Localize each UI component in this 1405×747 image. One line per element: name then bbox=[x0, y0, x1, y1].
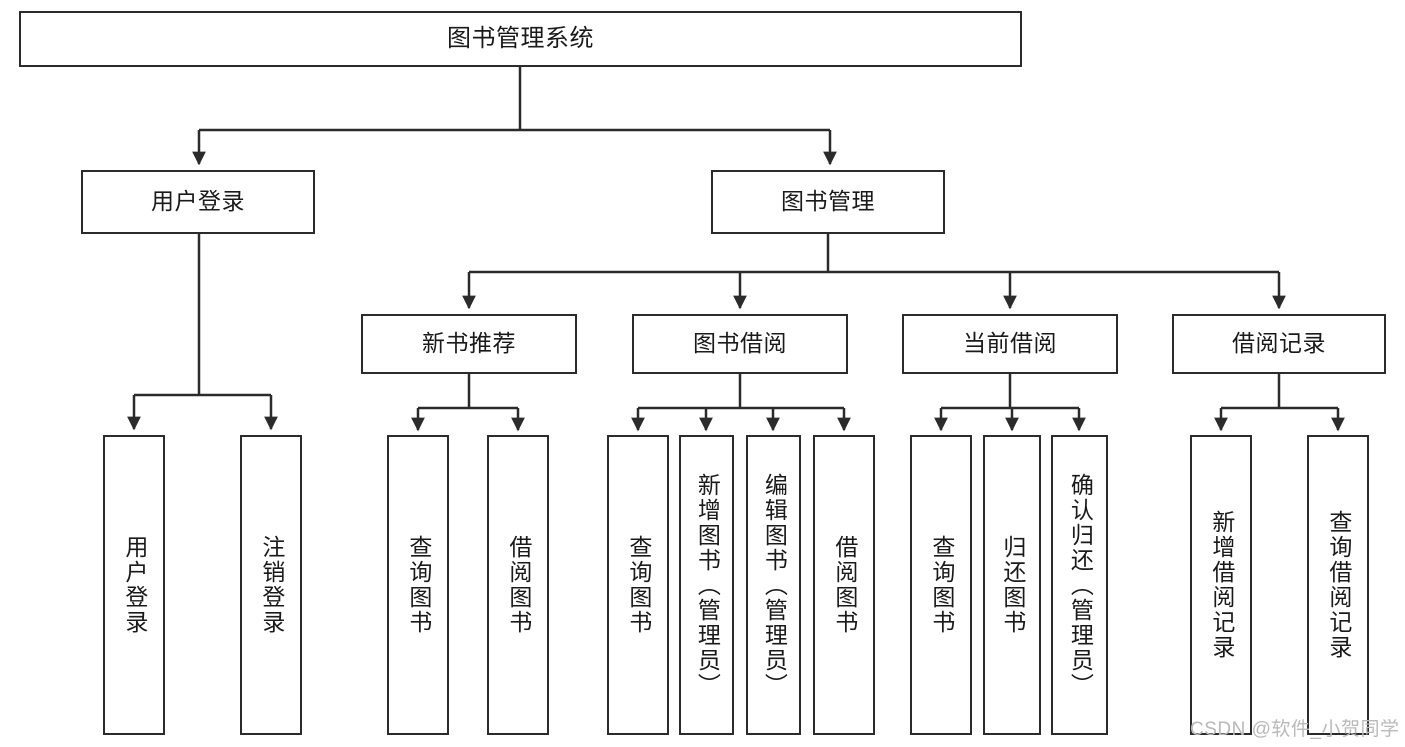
node-current-borrow-label: 当前借阅 bbox=[963, 330, 1057, 357]
node-borrow-record-label: 借阅记录 bbox=[1232, 330, 1326, 357]
watermark-text: CSDN @软件_小贺同学 bbox=[1190, 719, 1400, 740]
node-book-manage[interactable]: 图书管理 bbox=[711, 170, 945, 234]
node-current-borrow[interactable]: 当前借阅 bbox=[902, 314, 1118, 374]
leaf-add-book-label: 新增图书（管理员） bbox=[694, 472, 721, 698]
node-user-login-label: 用户登录 bbox=[151, 188, 245, 215]
leaf-edit-book[interactable]: 编辑图书（管理员） bbox=[746, 435, 801, 735]
leaf-query-book-3[interactable]: 查询图书 bbox=[910, 435, 972, 735]
leaf-borrow-book-2-label: 借阅图书 bbox=[831, 535, 858, 635]
leaf-return-book-label: 归还图书 bbox=[999, 535, 1026, 635]
leaf-borrow-book-1[interactable]: 借阅图书 bbox=[487, 435, 549, 735]
leaf-query-book-2[interactable]: 查询图书 bbox=[607, 435, 669, 735]
leaf-edit-book-label: 编辑图书（管理员） bbox=[761, 472, 788, 698]
node-book-borrow[interactable]: 图书借阅 bbox=[632, 314, 848, 374]
leaf-add-book[interactable]: 新增图书（管理员） bbox=[679, 435, 734, 735]
leaf-user-logout[interactable]: 注销登录 bbox=[240, 435, 302, 735]
leaf-query-book-1[interactable]: 查询图书 bbox=[387, 435, 449, 735]
leaf-return-book[interactable]: 归还图书 bbox=[983, 435, 1041, 735]
leaf-borrow-book-2[interactable]: 借阅图书 bbox=[813, 435, 875, 735]
leaf-query-book-1-label: 查询图书 bbox=[405, 535, 432, 635]
node-book-manage-label: 图书管理 bbox=[781, 188, 875, 215]
node-new-book-recommend[interactable]: 新书推荐 bbox=[361, 314, 577, 374]
leaf-query-book-3-label: 查询图书 bbox=[928, 535, 955, 635]
leaf-user-login-label: 用户登录 bbox=[121, 535, 148, 635]
leaf-query-book-2-label: 查询图书 bbox=[625, 535, 652, 635]
leaf-confirm-return[interactable]: 确认归还（管理员） bbox=[1051, 435, 1108, 735]
node-book-borrow-label: 图书借阅 bbox=[693, 330, 787, 357]
node-new-book-recommend-label: 新书推荐 bbox=[422, 330, 516, 357]
node-user-login[interactable]: 用户登录 bbox=[81, 170, 315, 234]
leaf-query-record[interactable]: 查询借阅记录 bbox=[1307, 435, 1369, 735]
node-root[interactable]: 图书管理系统 bbox=[19, 11, 1022, 67]
leaf-confirm-return-label: 确认归还（管理员） bbox=[1067, 472, 1094, 698]
leaf-borrow-book-1-label: 借阅图书 bbox=[505, 535, 532, 635]
node-borrow-record[interactable]: 借阅记录 bbox=[1172, 314, 1386, 374]
leaf-user-logout-label: 注销登录 bbox=[258, 535, 285, 635]
leaf-user-login[interactable]: 用户登录 bbox=[103, 435, 165, 735]
leaf-add-record-label: 新增借阅记录 bbox=[1208, 510, 1235, 660]
node-root-label: 图书管理系统 bbox=[447, 24, 594, 52]
leaf-query-record-label: 查询借阅记录 bbox=[1325, 510, 1352, 660]
leaf-add-record[interactable]: 新增借阅记录 bbox=[1190, 435, 1252, 735]
